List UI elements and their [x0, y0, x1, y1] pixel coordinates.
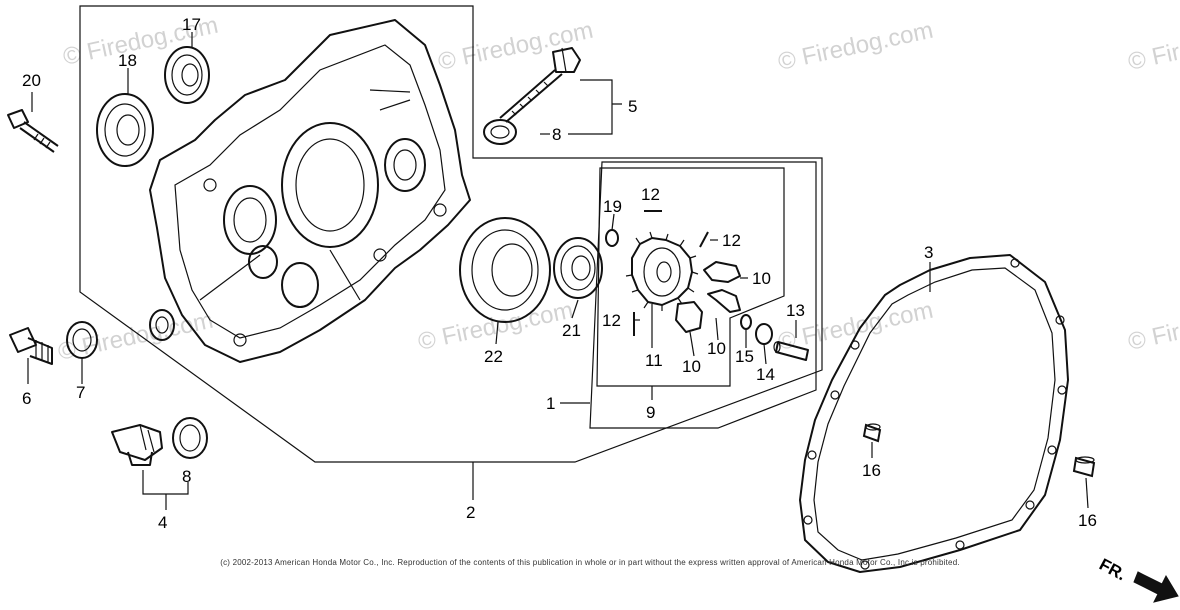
watermark-8: © Firedog.com — [1126, 297, 1180, 356]
callout-16-a: 16 — [862, 461, 881, 480]
callout-2: 2 — [466, 503, 475, 522]
governor-weight-10-a — [703, 261, 741, 283]
callout-12-lower: 12 — [602, 311, 621, 330]
washer-14 — [755, 323, 773, 345]
dowel-pin-16-b — [1072, 456, 1096, 478]
washer-15 — [740, 314, 752, 330]
callout-21: 21 — [562, 321, 581, 340]
bearing-17 — [164, 46, 210, 104]
assembly-boundary-2 — [79, 5, 823, 463]
callout-17: 17 — [182, 15, 201, 34]
callout-9: 9 — [646, 403, 655, 422]
drain-plug-6 — [9, 327, 53, 365]
watermark-2: © Firedog.com — [436, 17, 596, 76]
callout-1: 1 — [546, 394, 555, 413]
watermark-4: © Firedog.com — [1126, 17, 1180, 76]
callout-12-middle: 12 — [722, 231, 741, 250]
callout-13: 13 — [786, 301, 805, 320]
callout-19: 19 — [603, 197, 622, 216]
callout-10-b: 10 — [707, 339, 726, 358]
washer-19 — [605, 229, 619, 247]
leader-lines — [27, 32, 1089, 510]
gasket-3 — [799, 254, 1069, 573]
dowel-pin-16-a — [862, 423, 882, 443]
governor-weight-10-c — [675, 301, 703, 333]
bearing-18 — [96, 93, 154, 167]
callout-11: 11 — [645, 351, 663, 370]
bearing-22 — [459, 217, 551, 323]
callout-22: 22 — [484, 347, 503, 366]
callout-18: 18 — [118, 51, 137, 70]
front-arrow-icon — [1133, 571, 1179, 603]
bolt-20 — [7, 109, 59, 153]
callout-15: 15 — [735, 347, 754, 366]
callout-20: 20 — [22, 71, 41, 90]
callout-3: 3 — [924, 243, 933, 262]
callout-10-a: 10 — [752, 269, 771, 288]
callout-16-b: 16 — [1078, 511, 1097, 530]
copyright-notice: (c) 2002-2013 American Honda Motor Co., … — [220, 558, 960, 567]
callout-7: 7 — [76, 383, 85, 402]
governor-shaft-13 — [773, 341, 809, 361]
callout-8-lower: 8 — [182, 467, 191, 486]
dipstick-5 — [499, 47, 581, 123]
callout-5: 5 — [628, 97, 637, 116]
callout-6: 6 — [22, 389, 31, 408]
governor-gear-11 — [625, 231, 699, 311]
callout-12-upper: 12 — [641, 185, 660, 204]
o-ring-8-lower — [172, 417, 208, 459]
bearing-21 — [553, 237, 603, 299]
o-ring-8-upper — [483, 119, 517, 145]
oil-filler-cap-4 — [111, 424, 163, 466]
pin-12-middle — [699, 231, 709, 248]
callouts: 20 18 17 6 7 8 4 2 5 8 22 21 19 12 12 12… — [22, 15, 1097, 532]
watermark-3: © Firedog.com — [776, 17, 936, 76]
callout-14: 14 — [756, 365, 775, 384]
callout-8-upper: 8 — [552, 125, 561, 144]
assembly-boundary-1 — [589, 161, 817, 429]
callout-4: 4 — [158, 513, 167, 532]
governor-weight-10-b — [707, 289, 741, 313]
callout-10-c: 10 — [682, 357, 701, 376]
assembly-boundary-9 — [596, 167, 785, 387]
crankcase-cover — [149, 19, 471, 363]
